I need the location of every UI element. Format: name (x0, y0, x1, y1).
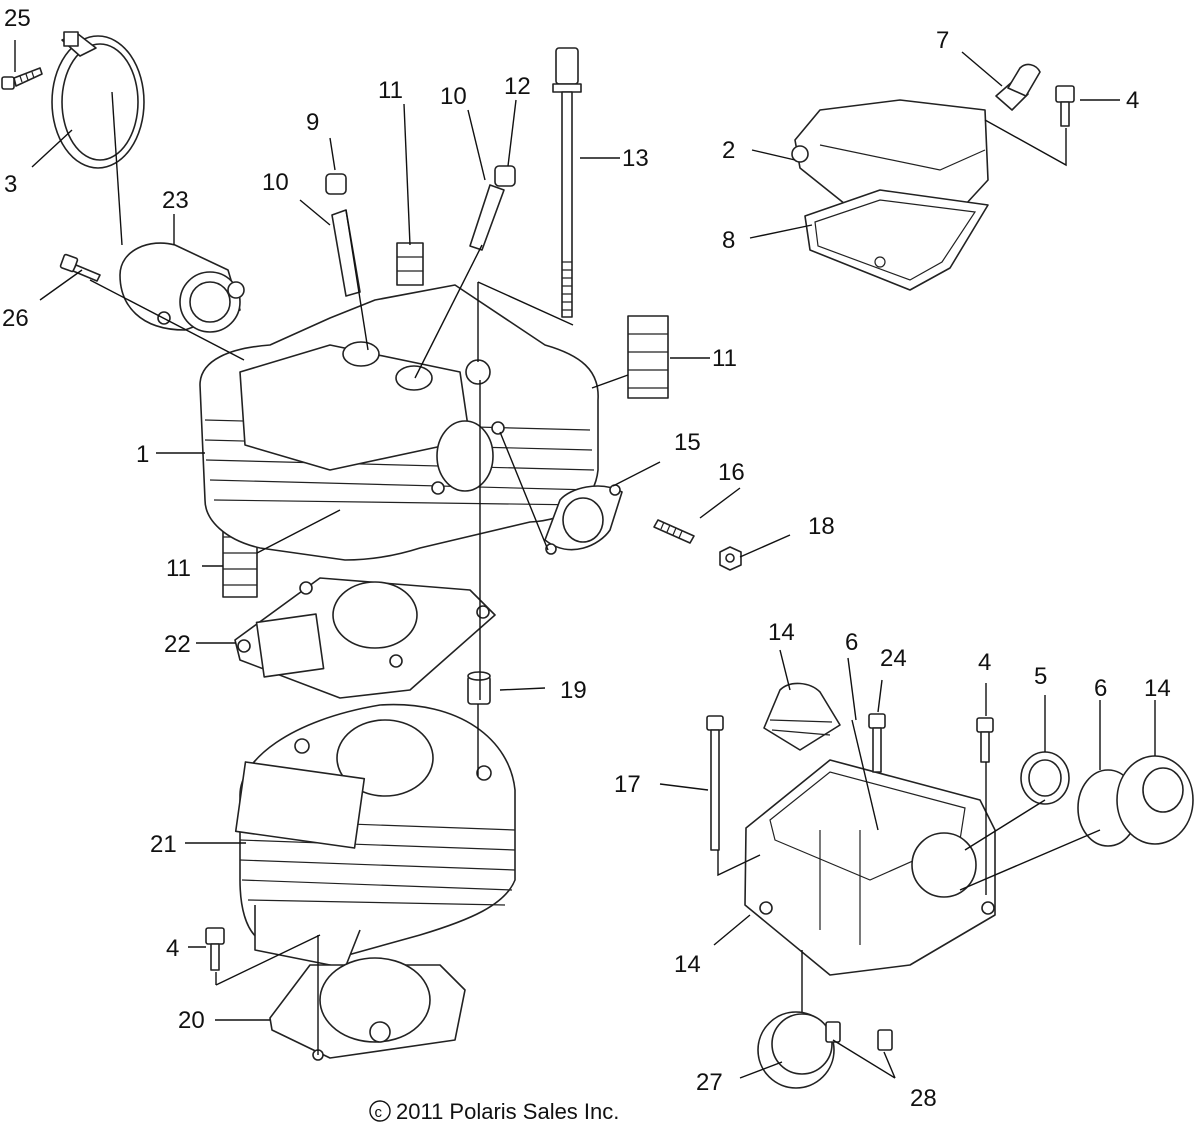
callout-12: 12 (504, 73, 531, 100)
part-24-bolt (868, 713, 886, 773)
callout-1: 1 (136, 441, 149, 468)
callout-25: 25 (4, 5, 31, 32)
part-26-screw (59, 253, 101, 282)
callout-11-left: 11 (166, 555, 191, 582)
copyright-text: 2011 Polaris Sales Inc. (396, 1099, 619, 1124)
callout-4-right: 4 (978, 649, 991, 676)
part-4-bolt-top-right (1055, 85, 1075, 127)
part-3-clamp (51, 31, 145, 169)
callout-10-left: 10 (262, 169, 289, 196)
callout-17: 17 (614, 771, 641, 798)
callout-20: 20 (178, 1007, 205, 1034)
part-22-head-gasket (234, 577, 496, 699)
part-14-boot-top (763, 682, 841, 751)
callout-26: 26 (2, 305, 29, 332)
copyright-symbol: c (375, 1104, 383, 1121)
callout-15: 15 (674, 429, 701, 456)
callout-10-right: 10 (440, 83, 467, 110)
callout-19: 19 (560, 677, 587, 704)
callout-9: 9 (306, 109, 319, 136)
part-5-plug (1020, 751, 1070, 805)
callout-14-bottom: 14 (674, 951, 701, 978)
part-28-dowel-left (825, 1021, 841, 1043)
part-10-valve-guide-right (469, 184, 505, 251)
callout-4-top-right: 4 (1126, 87, 1139, 114)
callout-16: 16 (718, 459, 745, 486)
callout-21: 21 (150, 831, 177, 858)
callout-8: 8 (722, 227, 735, 254)
callout-6-right: 6 (1094, 675, 1107, 702)
part-12-seal (494, 165, 516, 187)
callout-labels: 25 3 23 26 1 9 10 11 10 12 13 11 11 15 1… (2, 5, 1171, 1112)
part-7-breather (995, 63, 1041, 111)
part-1-cylinder-head (199, 284, 599, 561)
callout-11-right: 11 (712, 345, 737, 372)
part-8-cover-gasket (804, 189, 989, 291)
part-27-plug (757, 1011, 835, 1089)
part-10-valve-guide-left (331, 209, 361, 297)
part-23-intake-boot (119, 242, 245, 333)
part-15-exhaust-gasket (544, 484, 623, 555)
callout-14-top: 14 (768, 619, 795, 646)
callout-7: 7 (936, 27, 949, 54)
part-9-seal (325, 173, 347, 195)
copyright: c 2011 Polaris Sales Inc. (369, 1099, 619, 1124)
part-13-long-bolt (552, 47, 582, 318)
crankcase-cover (744, 759, 996, 976)
callout-18: 18 (808, 513, 835, 540)
part-4-bolt-right (976, 717, 994, 763)
callout-24: 24 (880, 645, 907, 672)
part-17-bolt (706, 715, 724, 851)
callout-2: 2 (722, 137, 735, 164)
callout-27: 27 (696, 1069, 723, 1096)
callout-22: 22 (164, 631, 191, 658)
part-20-base-gasket (269, 957, 466, 1061)
part-14-cap-right (1116, 755, 1194, 845)
part-25-screw (1, 67, 43, 90)
part-16-stud (653, 519, 695, 544)
part-28-dowel-right (877, 1029, 893, 1051)
callout-11-top: 11 (378, 77, 403, 104)
part-11-block-right (627, 315, 669, 399)
callout-3: 3 (4, 171, 17, 198)
callout-5: 5 (1034, 663, 1047, 690)
callout-13: 13 (622, 145, 649, 172)
callout-4-left: 4 (166, 935, 179, 962)
callout-28: 28 (910, 1085, 937, 1112)
part-19-dowel (467, 671, 491, 705)
part-18-nut (719, 546, 742, 571)
part-4-bolt-left (205, 927, 225, 971)
callout-14-right: 14 (1144, 675, 1171, 702)
leader-lines (14, 40, 1156, 1079)
callout-6-top: 6 (845, 629, 858, 656)
part-21-cylinder (234, 703, 516, 969)
part-11-block-top (396, 242, 424, 286)
callout-23: 23 (162, 187, 189, 214)
